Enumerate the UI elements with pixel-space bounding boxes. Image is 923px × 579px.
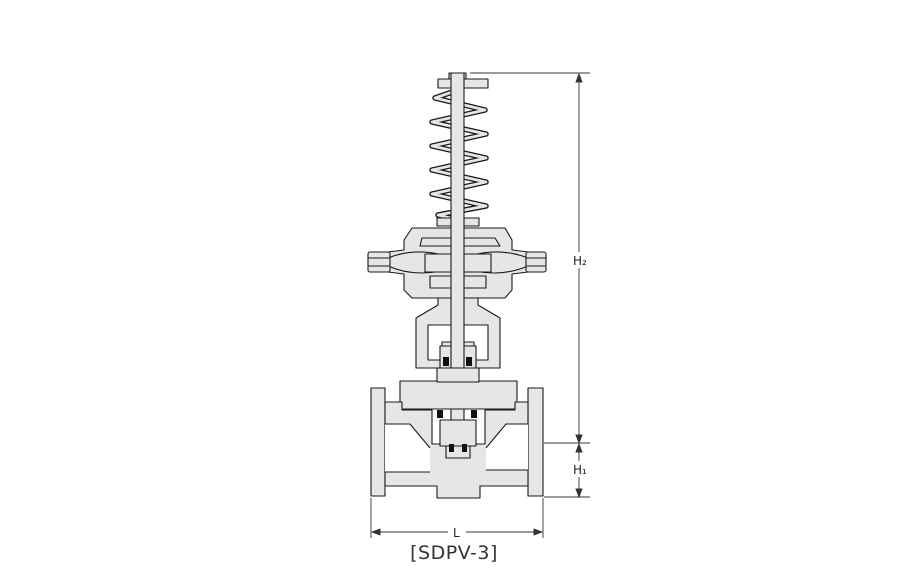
h1-arrow-top	[575, 442, 583, 453]
h2-arrow-bottom	[575, 434, 583, 445]
l-label: L	[453, 526, 460, 540]
h1-label: H₁	[573, 463, 587, 477]
bonnet-flange	[399, 367, 518, 410]
h1-arrow-bottom	[575, 488, 583, 499]
h2-arrow-top	[575, 72, 583, 83]
model-caption: [SDPV-3]	[410, 542, 498, 564]
seal-rings	[437, 357, 477, 452]
l-arrow-right	[533, 528, 544, 536]
valve-body	[370, 387, 544, 499]
l-arrow-left	[370, 528, 381, 536]
compression-spring	[429, 87, 489, 223]
h2-label: H₂	[573, 254, 587, 268]
